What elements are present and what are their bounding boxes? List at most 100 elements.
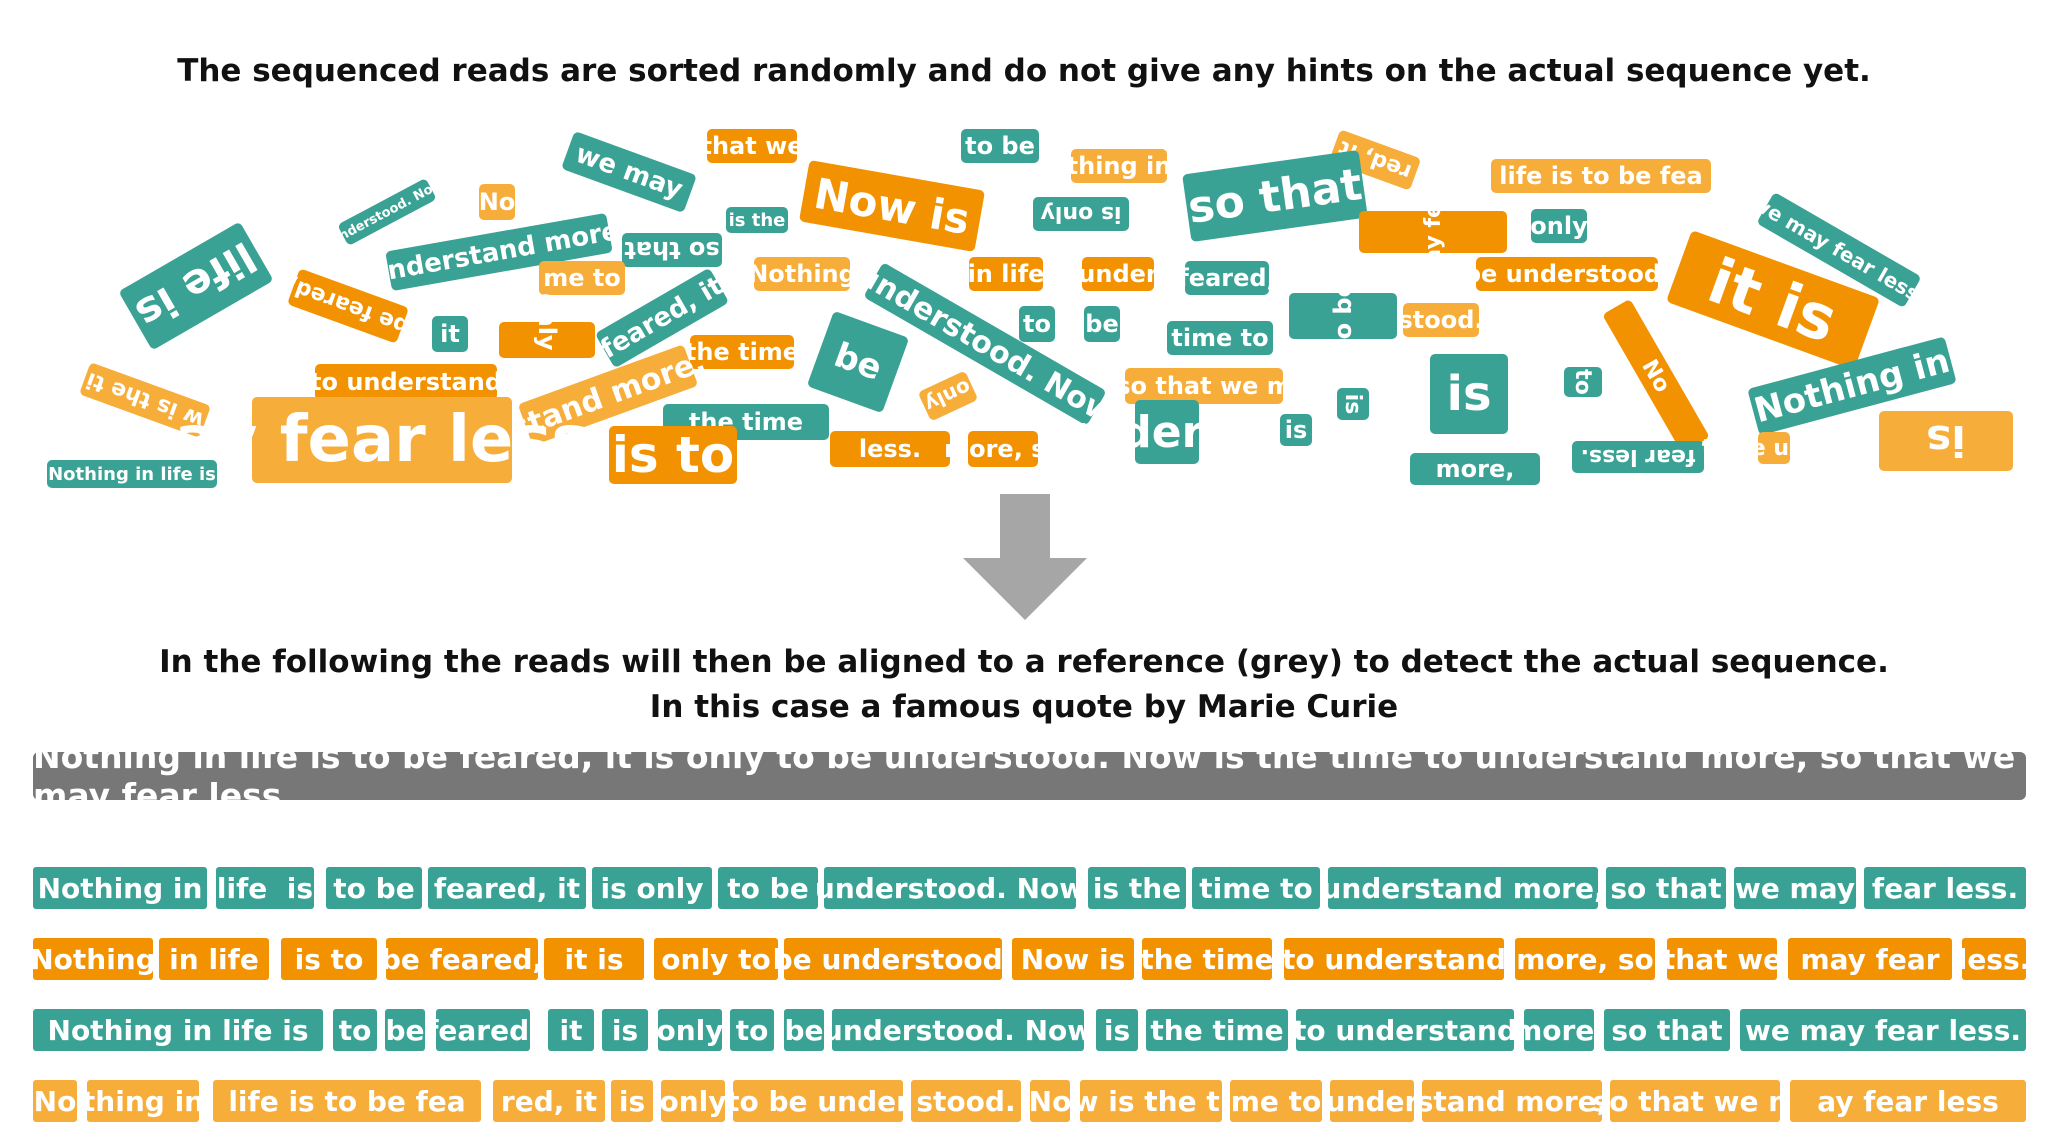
aligned-read: to understand [1282,938,1506,980]
read-tile: me to [539,261,625,295]
aligned-read: be feared, [381,938,543,980]
aligned-read: feared, [426,1009,540,1051]
read-tile: fear less. [1572,441,1704,473]
aligned-read: only to [654,938,778,980]
aligned-read: fear less. [1864,867,2026,909]
aligned-read: in life [159,938,269,980]
heading-mid-1: In the following the reads will then be … [159,644,1889,680]
read-tile: in life [968,257,1044,291]
aligned-read: to be [326,867,422,909]
aligned-read: is to [281,938,377,980]
aligned-read: Now is [1012,938,1134,980]
aligned-read: more, [1513,1009,1605,1051]
read-tile: to understand [991,400,1343,464]
read-tile: is [1280,414,1312,446]
read-tile: more, [1410,453,1540,485]
read-tile: the time [663,404,829,440]
aligned-read: so that [1606,867,1726,909]
read-tile: it [432,316,468,352]
read-tile: No [1602,298,1710,454]
read-tile: is [1430,354,1508,434]
aligned-read: thing in [82,1080,204,1122]
reference-sequence: Nothing in life is to be feared, it is o… [33,737,2026,815]
read-tile: Now is [798,160,986,252]
aligned-read: understood. Now [823,1009,1093,1051]
read-tile: is the [726,207,788,233]
aligned-read: more, so [1515,938,1655,980]
down-arrow-icon [963,494,1087,620]
aligned-read: w is the ti [1073,1080,1229,1122]
read-tile: stood. [1398,303,1484,337]
read-tile: that we [700,129,804,163]
read-tile: Nothing in life is [47,460,217,488]
read-tile: be understood. [1464,257,1670,291]
aligned-read: Nothing in [33,867,207,909]
aligned-read: red, it [493,1080,605,1122]
aligned-read: less. [1958,938,2030,980]
aligned-read: understood. Now [815,867,1085,909]
read-tile: only to [499,293,595,387]
aligned-read: to [730,1009,774,1051]
aligned-read: we may fear less. [1740,1009,2026,1051]
read-tile: the time [685,335,799,369]
heading-top: The sequenced reads are sorted randomly … [177,53,1871,89]
read-tile: No [479,184,515,220]
heading-mid-2: In this case a famous quote by Marie Cur… [649,689,1399,725]
aligned-read: is only [592,867,712,909]
aligned-read: that we [1662,938,1782,980]
aligned-read: be [385,1009,425,1051]
aligned-read: we may [1734,867,1856,909]
aligned-read: under [1326,1080,1418,1122]
aligned-read: is [611,1080,653,1122]
aligned-read: it [548,1009,594,1051]
aligned-read: is the [1088,867,1186,909]
read-tile: time to [1167,321,1273,355]
read-tile: under [1078,257,1158,291]
aligned-read: be [784,1009,824,1051]
read-tile: so that [1182,149,1368,243]
read-tile: be [806,310,910,414]
read-tile: so that we m [1116,368,1292,404]
aligned-read: life is to be fea [213,1080,481,1122]
read-tile: is [1337,388,1369,420]
read-tile: Nothing [748,257,856,291]
read-tile: to [1564,367,1602,397]
aligned-read: may fear [1788,938,1952,980]
read-tile: is [1879,411,2013,471]
aligned-read: to be [718,867,818,909]
aligned-read: ay fear less [1790,1080,2026,1122]
aligned-read: to understand [1293,1009,1517,1051]
read-tile: to be [961,129,1039,163]
aligned-read: time to [1192,867,1320,909]
read-tile: to [1019,306,1055,342]
aligned-read: feared, it [428,867,586,909]
aligned-read: No [1029,1080,1071,1122]
read-tile: only [1530,209,1588,243]
read-tile: is only [1033,197,1129,231]
aligned-read: to [333,1009,377,1051]
aligned-read: Nothing [30,938,156,980]
aligned-read: to be under [726,1080,910,1122]
aligned-read: stand more, [1417,1080,1607,1122]
read-tile: may fear [1359,177,1507,287]
read-tile: be [1084,306,1120,342]
aligned-read: Nothing in life is [33,1009,323,1051]
aligned-read: so that we m [1593,1080,1797,1122]
read-tile: less. [830,431,950,467]
aligned-read: be understood. [773,938,1013,980]
read-tile: life is to be fea [1491,159,1711,193]
aligned-read: so that [1604,1009,1730,1051]
aligned-read: it is [544,938,644,980]
read-tile: understood. Now [328,175,446,249]
aligned-read: understand more, [1321,867,1605,909]
read-tile: so that [622,233,722,267]
aligned-read: the time [1146,1009,1288,1051]
aligned-read: the time [1140,938,1274,980]
aligned-read: life is [216,867,314,909]
read-tile: we may [561,130,697,214]
aligned-read: is [602,1009,648,1051]
